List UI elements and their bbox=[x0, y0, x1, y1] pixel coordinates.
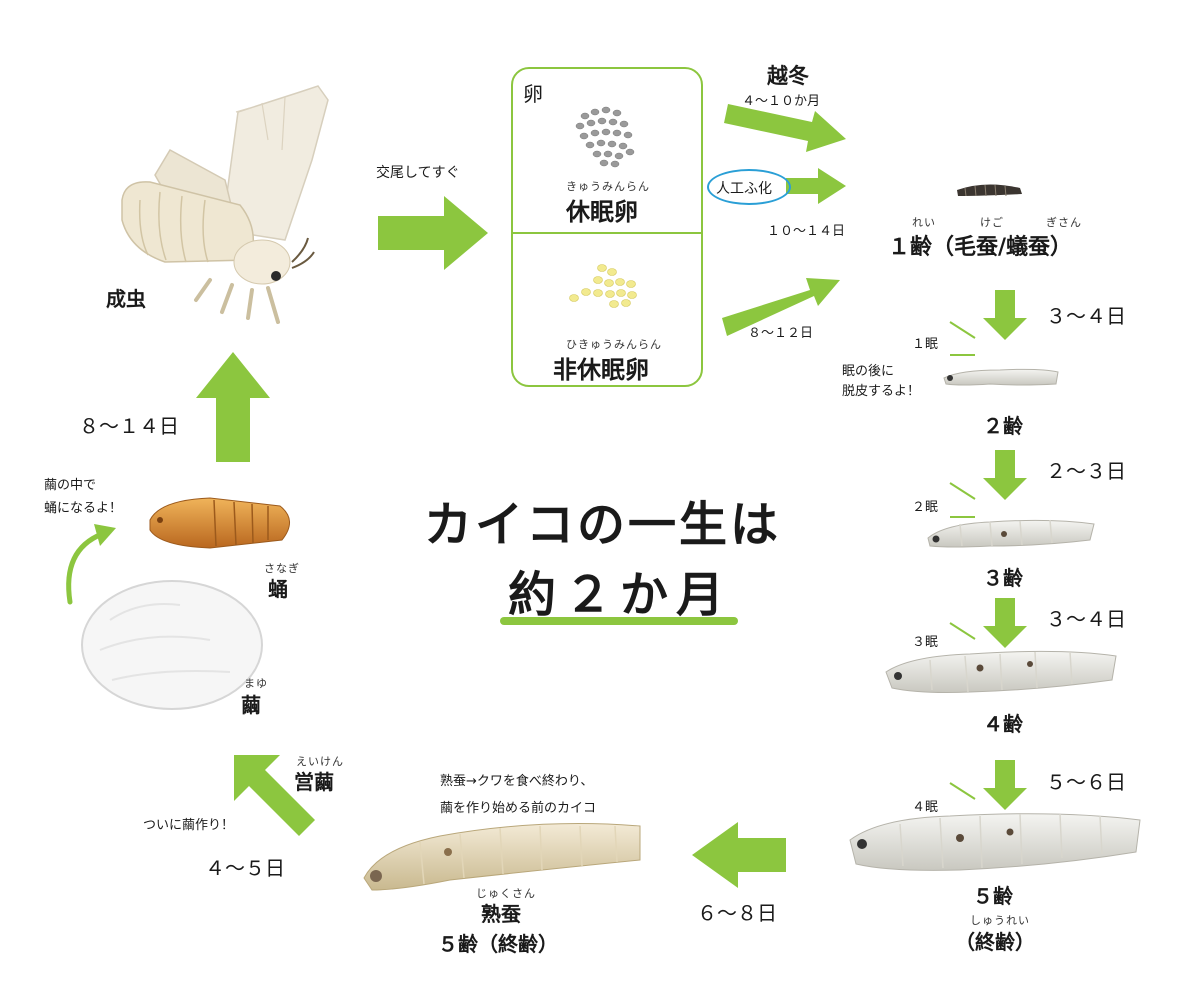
instar5-larva bbox=[849, 813, 1141, 871]
instar4-label: ４齢 bbox=[983, 712, 1023, 736]
mature-ruby: じゅくさん bbox=[476, 887, 536, 900]
arrow-cocoon-to-pupa bbox=[66, 524, 116, 605]
pupa-note-1: 繭の中で bbox=[44, 478, 97, 493]
overwinter-label: 越冬 bbox=[767, 64, 809, 88]
down-arrows-instars bbox=[983, 290, 1027, 810]
arrow-pupa-to-adult bbox=[196, 352, 270, 462]
pupa-illustration bbox=[149, 497, 290, 549]
instar3-label: ３齢 bbox=[983, 566, 1023, 590]
sleep-3-label: ３眠 bbox=[912, 635, 939, 650]
nondiapause-days: ８～１２日 bbox=[748, 326, 814, 341]
duration-instar2-3: ２～３日 bbox=[1046, 459, 1126, 483]
adult-moth-illustration bbox=[121, 85, 329, 324]
diapause-egg-label: 休眠卵 bbox=[566, 198, 638, 226]
mating-note: 交尾してすぐ bbox=[376, 165, 460, 181]
instar2-label: ２齢 bbox=[983, 414, 1023, 438]
artificial-hatch-days: １０～１４日 bbox=[767, 224, 846, 239]
duration-mature-cocoon: ４～５日 bbox=[205, 856, 285, 880]
mature-note-1: 熟蚕→クワを食べ終わり、 bbox=[440, 774, 594, 789]
instar3-larva bbox=[927, 519, 1095, 548]
sleep-marks bbox=[949, 321, 976, 823]
diapause-egg-ruby: きゅうみんらん bbox=[566, 180, 650, 193]
mature-larva bbox=[363, 823, 641, 891]
duration-instar4-5: ５～６日 bbox=[1046, 770, 1126, 794]
duration-pupa-adult: ８～１４日 bbox=[79, 414, 179, 438]
sleep-4-label: ４眠 bbox=[912, 800, 939, 815]
egg-box-divider bbox=[513, 232, 701, 234]
title-line-2: 約２か月 bbox=[508, 567, 733, 623]
duration-instar3-4: ３～４日 bbox=[1046, 607, 1126, 631]
arrow-instar5-to-mature bbox=[692, 822, 786, 888]
instar1-ruby-kego: けご bbox=[980, 216, 1004, 229]
arrows-egg-to-instar1 bbox=[722, 104, 846, 336]
instar1-label: １齢（毛蚕/蟻蚕） bbox=[888, 235, 1073, 260]
cocoon-label: 繭 bbox=[241, 693, 261, 717]
artificial-hatch-oval bbox=[707, 169, 791, 205]
egg-box-label: 卵 bbox=[523, 82, 543, 106]
spinning-ruby: えいけん bbox=[296, 755, 344, 768]
duration-instar5-mature: ６～８日 bbox=[697, 901, 777, 925]
cocoon-making-note: ついに繭作り！ bbox=[143, 818, 235, 833]
sleep-1-label: １眠 bbox=[912, 337, 939, 352]
instar4-larva bbox=[885, 650, 1117, 693]
nondiapause-egg-cluster bbox=[569, 264, 637, 308]
pupa-label: 蛹 bbox=[268, 577, 288, 601]
artificial-hatch-label: 人工ふ化 bbox=[716, 181, 772, 197]
duration-instar1-2: ３～４日 bbox=[1046, 304, 1126, 328]
instar5-ruby: しゅうれい bbox=[970, 914, 1030, 927]
nondiapause-egg-ruby: ひきゅうみんらん bbox=[566, 338, 662, 351]
nondiapause-egg-label: 非休眠卵 bbox=[553, 356, 649, 384]
instar1-ruby-gisan: ぎさん bbox=[1046, 216, 1082, 229]
instar1-larva bbox=[957, 184, 1022, 197]
instar1-ruby-rei: れい bbox=[912, 216, 936, 229]
mature-label: 熟蚕 bbox=[481, 902, 521, 926]
cocoon-ruby: まゆ bbox=[244, 677, 268, 690]
mature-note-2: 繭を作り始める前のカイコ bbox=[440, 801, 597, 816]
arrow-mature-to-spinning bbox=[234, 755, 315, 836]
overwinter-days: ４～１０か月 bbox=[742, 94, 821, 109]
molt-note-2: 脱皮するよ！ bbox=[842, 384, 921, 399]
spinning-label: 営繭 bbox=[294, 770, 334, 794]
title-underline bbox=[500, 617, 738, 625]
adult-label: 成虫 bbox=[106, 287, 146, 311]
arrow-adult-to-egg bbox=[378, 196, 488, 270]
pupa-note-2: 蛹になるよ！ bbox=[44, 501, 123, 516]
sleep-2-label: ２眠 bbox=[912, 500, 939, 515]
cocoon-illustration bbox=[81, 580, 263, 710]
instar5-label: ５齢 bbox=[973, 884, 1013, 908]
instar2-larva bbox=[943, 368, 1059, 386]
pupa-ruby: さなぎ bbox=[264, 562, 300, 575]
title-line-1: カイコの一生は bbox=[424, 497, 782, 553]
mature-sub: ５齢（終齢） bbox=[438, 932, 558, 956]
diapause-egg-cluster bbox=[575, 106, 635, 168]
instar5-sub: （終齢） bbox=[955, 930, 1035, 954]
egg-box bbox=[511, 67, 703, 387]
molt-note-1: 眠の後に bbox=[842, 364, 895, 379]
